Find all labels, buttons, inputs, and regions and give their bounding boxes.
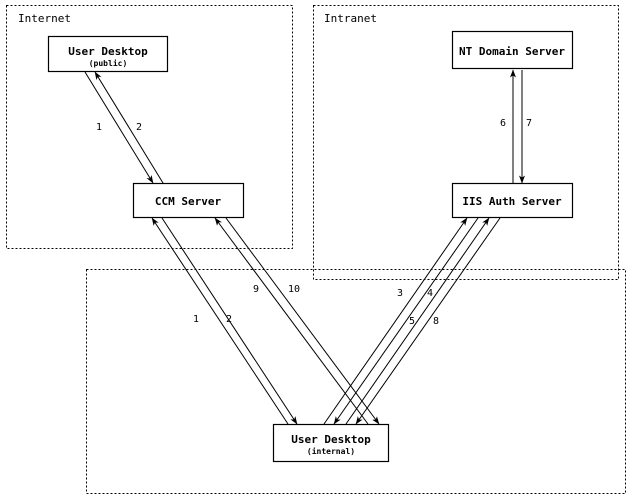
flow-line-2-internal — [161, 217, 298, 425]
node-label-user-desktop-internal: User Desktop — [291, 433, 371, 446]
step-label-6: 6 — [500, 118, 506, 129]
node-label-ccm-server: CCM Server — [155, 195, 222, 208]
node-label-nt-domain-server: NT Domain Server — [459, 45, 565, 58]
zone-internal-box — [86, 269, 626, 494]
flow-line-1-public — [84, 71, 154, 184]
zone-intranet-box — [313, 5, 619, 280]
node-user-desktop-public[interactable]: User Desktop (public) — [47, 35, 169, 73]
step-label-2-internal: 2 — [226, 314, 232, 325]
zone-label-internet: Internet — [18, 12, 71, 25]
step-label-7: 7 — [526, 118, 532, 129]
flow-line-4 — [333, 217, 479, 425]
flow-line-3 — [323, 217, 468, 425]
step-label-4: 4 — [427, 288, 433, 299]
step-label-1-public: 1 — [96, 122, 102, 133]
node-sublabel-user-desktop-public: (public) — [89, 58, 128, 68]
flow-line-1-internal — [151, 217, 289, 425]
node-label-iis-auth-server: IIS Auth Server — [462, 195, 562, 208]
flow-line-2-public — [94, 71, 164, 184]
node-nt-domain-server[interactable]: NT Domain Server — [451, 30, 574, 70]
step-label-8: 8 — [433, 316, 439, 327]
node-label-user-desktop-public: User Desktop — [68, 45, 148, 58]
node-iis-auth-server[interactable]: IIS Auth Server — [451, 182, 574, 219]
flow-line-10 — [225, 217, 380, 425]
zone-label-intranet: Intranet — [324, 12, 377, 25]
step-label-5: 5 — [409, 316, 415, 327]
step-label-9: 9 — [253, 284, 259, 295]
zone-internet-box — [6, 5, 293, 249]
step-label-10: 10 — [288, 284, 300, 295]
step-label-1-internal: 1 — [193, 314, 199, 325]
flow-line-5 — [345, 217, 490, 425]
node-user-desktop-internal[interactable]: User Desktop (internal) — [272, 423, 390, 463]
node-ccm-server[interactable]: CCM Server — [132, 182, 245, 219]
flow-line-9 — [214, 217, 369, 425]
node-sublabel-user-desktop-internal: (internal) — [307, 446, 355, 456]
flow-line-8 — [355, 217, 501, 425]
step-label-2-public: 2 — [136, 122, 142, 133]
step-label-3: 3 — [397, 288, 403, 299]
